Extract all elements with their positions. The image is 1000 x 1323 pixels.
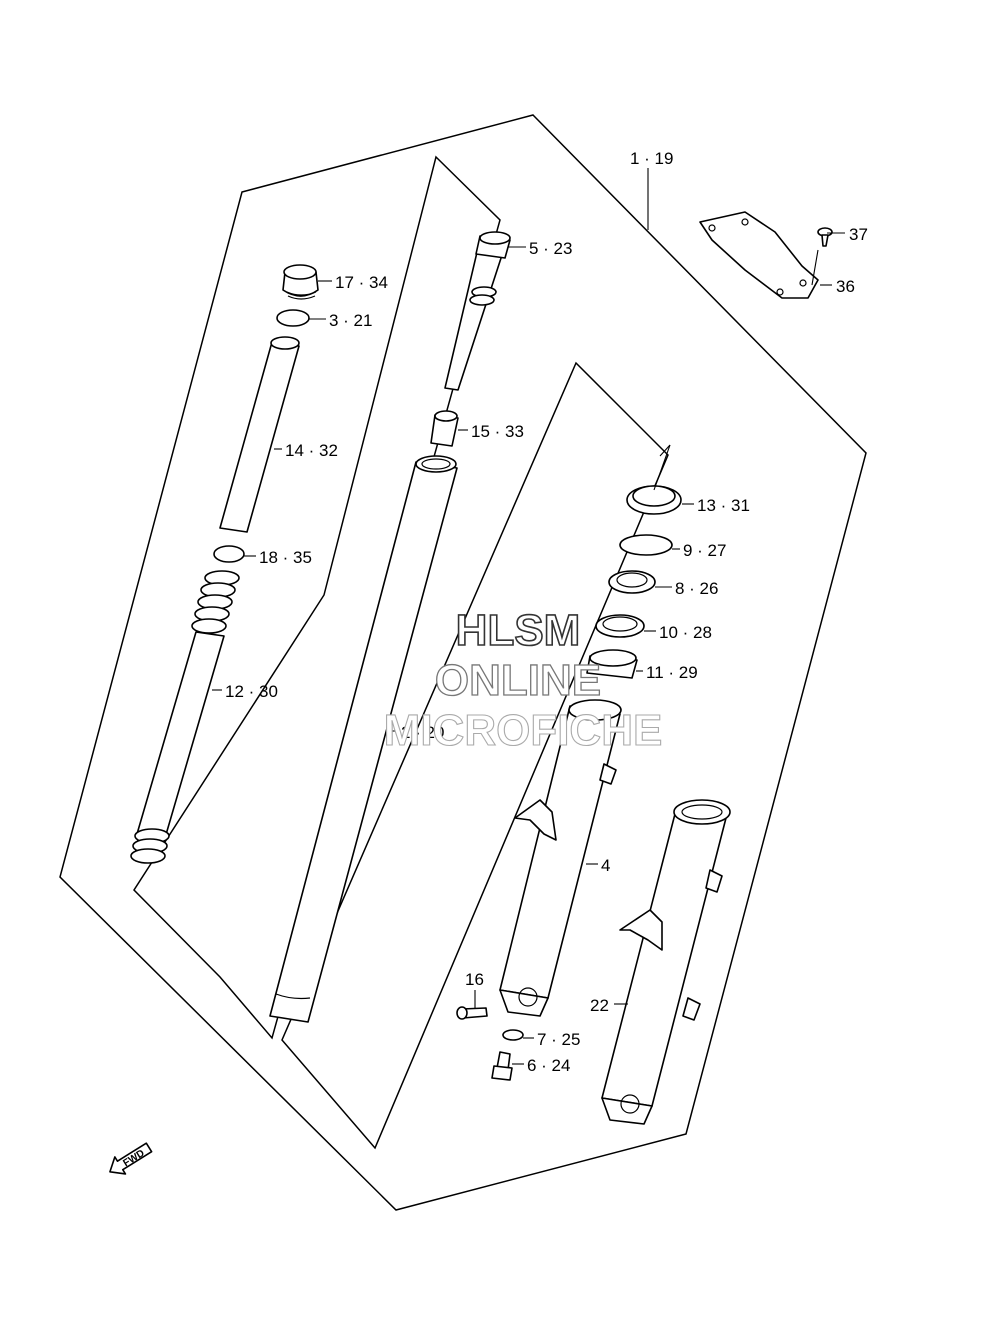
- callout-13-31: 13 · 31: [697, 496, 750, 515]
- callout-4: 4: [601, 856, 610, 875]
- callout-2-20: 2 · 20: [401, 723, 444, 742]
- callout-16: 16: [465, 970, 484, 989]
- watermark-line-3: MICROFICHE: [384, 706, 663, 755]
- callout-5-23: 5 · 23: [529, 239, 572, 258]
- oil-lock-piece-part[interactable]: [430, 410, 459, 447]
- screw-part-37[interactable]: [817, 227, 833, 247]
- outer-tube-left-part[interactable]: [499, 699, 622, 1017]
- damper-rod-part[interactable]: [444, 231, 511, 391]
- callout-11-29: 11 · 29: [646, 663, 698, 682]
- stopper-ring-part[interactable]: [619, 534, 673, 556]
- spacer-tube-part[interactable]: [219, 336, 300, 533]
- assembly-frame-inner-tube: [133, 155, 501, 1040]
- leader-lines: [212, 168, 845, 1065]
- callout-9-27: 9 · 27: [683, 541, 726, 560]
- cap-bolt-part[interactable]: [282, 264, 319, 300]
- callout-8-26: 8 · 26: [675, 579, 718, 598]
- oil-seal-retainer-part[interactable]: [595, 614, 645, 638]
- callout-17-34: 17 · 34: [335, 273, 388, 292]
- washer-part[interactable]: [213, 545, 245, 563]
- callout-36: 36: [836, 277, 855, 296]
- inner-tube-part[interactable]: [269, 455, 458, 1023]
- damper-rod-bolt-part[interactable]: [491, 1051, 513, 1081]
- callout-37: 37: [849, 225, 868, 244]
- fork-spring-part[interactable]: [130, 570, 240, 864]
- assembly-frame-outer: [59, 114, 867, 1211]
- guide-metal-part[interactable]: [586, 649, 638, 679]
- callout-18-35: 18 · 35: [259, 548, 312, 567]
- o-ring-part[interactable]: [276, 309, 310, 327]
- watermark-line-1: HLSM: [456, 606, 581, 655]
- oil-seal-part[interactable]: [608, 570, 656, 594]
- callout-12-30: 12 · 30: [225, 682, 278, 701]
- outer-tube-right-part[interactable]: [601, 799, 731, 1125]
- forward-arrow-icon: FWD: [109, 1142, 153, 1175]
- callout-15-33: 15 · 33: [471, 422, 524, 441]
- callout-14-32: 14 · 32: [285, 441, 338, 460]
- dust-seal-part[interactable]: [626, 485, 682, 515]
- bolt-part-16[interactable]: [456, 1006, 488, 1020]
- callout-3-21: 3 · 21: [329, 311, 372, 330]
- assembly-frame-outer-tube: [281, 361, 669, 1150]
- callout-22: 22: [590, 996, 609, 1015]
- callout-6-24: 6 · 24: [527, 1056, 570, 1075]
- gasket-part[interactable]: [502, 1029, 524, 1041]
- callout-10-28: 10 · 28: [659, 623, 712, 642]
- callout-1-19: 1 · 19: [630, 149, 673, 168]
- callout-7-25: 7 · 25: [537, 1030, 580, 1049]
- watermark-line-2: ONLINE: [435, 656, 601, 705]
- reflector-plate-part[interactable]: [699, 211, 819, 299]
